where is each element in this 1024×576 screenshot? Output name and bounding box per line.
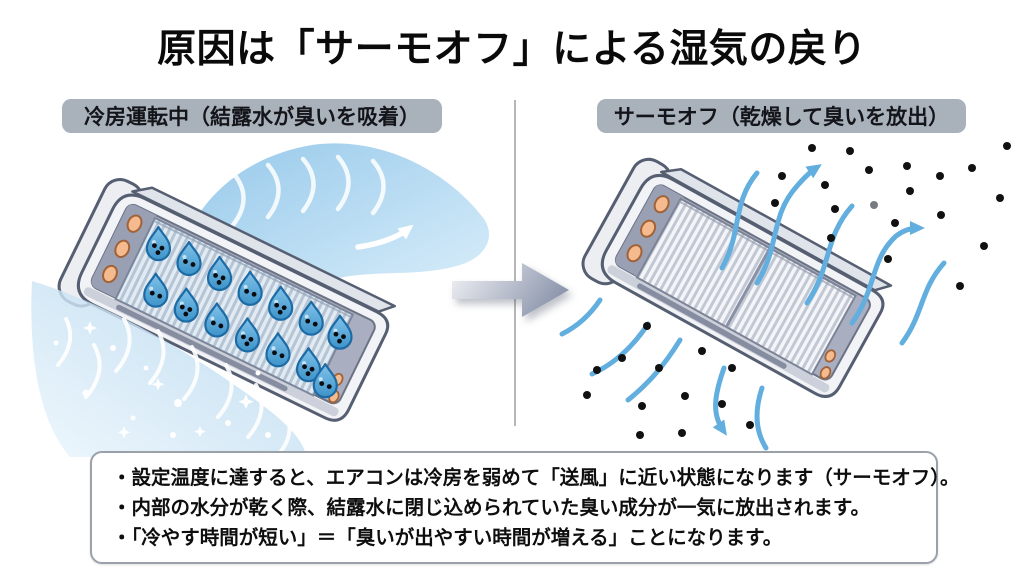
ac-unit-body bbox=[581, 157, 893, 398]
note-line-3: ・「冷やす時間が短い」＝「臭いが出やすい時間が増える」ことになります。 bbox=[112, 526, 783, 549]
fin-seam bbox=[724, 247, 772, 328]
right-arrow-icon bbox=[452, 263, 569, 317]
panel-label-cooling: 冷房運転中（結露水が臭いを吸着） bbox=[62, 99, 442, 133]
odor-airflow-up bbox=[719, 164, 947, 346]
heat-exchanger-fins bbox=[635, 197, 857, 376]
panel-label-thermo-off: サーモオフ（乾燥して臭いを放出） bbox=[597, 99, 966, 133]
ac-unit-cooling-illustration bbox=[31, 143, 490, 457]
cool-air-outflow bbox=[31, 281, 306, 457]
panel-divider bbox=[514, 100, 516, 426]
heat-exchanger-fins bbox=[114, 216, 355, 397]
notes-box: ・設定温度に達すると、エアコンは冷房を弱めて「送風」に近い状態になります（サーモ… bbox=[90, 451, 960, 564]
sparkle-icon bbox=[53, 321, 271, 439]
copper-pipes bbox=[626, 195, 837, 380]
odor-particles bbox=[583, 142, 1011, 439]
panel-label-cooling-text: 冷房運転中（結露水が臭いを吸着） bbox=[84, 106, 420, 129]
note-line-1: ・設定温度に達すると、エアコンは冷房を弱めて「送風」に近い状態になります（サーモ… bbox=[112, 467, 960, 489]
ac-unit-body bbox=[57, 178, 396, 422]
ac-unit-thermo-off-illustration bbox=[559, 142, 1011, 451]
note-line-2: ・内部の水分が乾く際、結露水に閉じ込められていた臭い成分が一気に放出されます。 bbox=[112, 496, 870, 519]
airflow-arrow-icon bbox=[355, 224, 414, 250]
page-title: 原因は「サーモオフ」による湿気の戻り bbox=[157, 28, 867, 71]
panel-label-thermo-off-text: サーモオフ（乾燥して臭いを放出） bbox=[613, 106, 950, 129]
